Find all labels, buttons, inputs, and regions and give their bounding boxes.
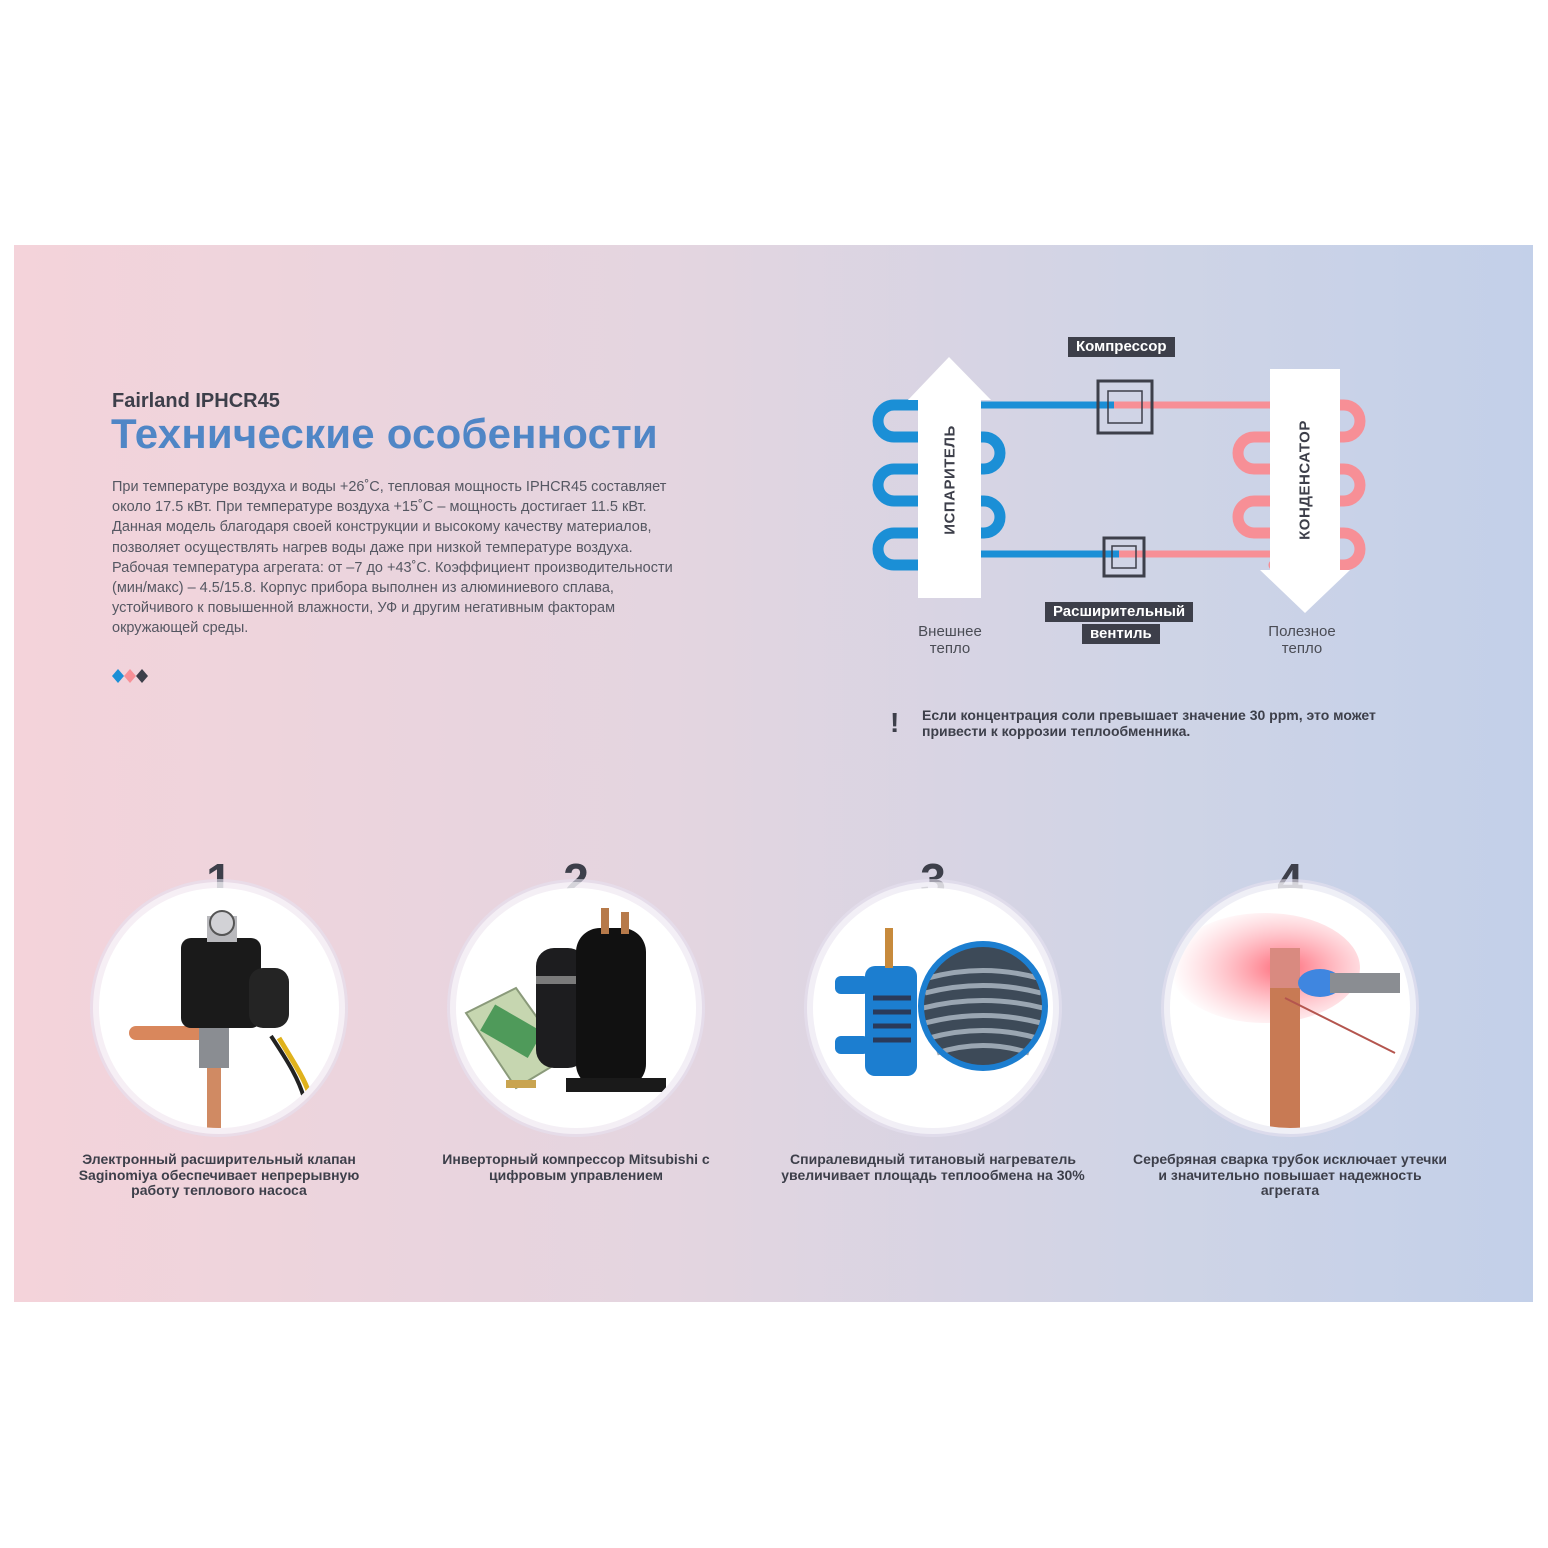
page-title: Технические особенности xyxy=(111,410,658,457)
product-brand: Fairland IPHCR45 xyxy=(112,390,280,412)
condenser-coil xyxy=(1232,399,1366,571)
compressor-box xyxy=(1096,379,1154,435)
decorative-diamonds-icon xyxy=(112,669,148,683)
feature-card-1: 1 Электронный расширительный клапан Sagi… xyxy=(59,855,379,1235)
feature-text: Спиралевидный титановый нагреватель увел… xyxy=(781,1151,1085,1183)
valve-label-line1: Расширительный xyxy=(1045,602,1194,622)
valve-box xyxy=(1102,536,1146,578)
heat-pump-cycle-diagram: Компрессор Расширительный вентиль ИСПАРИ… xyxy=(854,330,1394,660)
expansion-valve-icon xyxy=(99,888,339,1128)
feature-banner: Fairland IPHCR45 Технические особенности… xyxy=(14,245,1533,1302)
cycle-graphic xyxy=(872,357,1366,613)
warning-icon: ! xyxy=(890,707,900,738)
useful-heat-caption: Полезное тепло xyxy=(1268,623,1336,657)
evaporator-arrow xyxy=(908,357,991,598)
silver-welding-icon xyxy=(1170,888,1410,1128)
compressor-icon xyxy=(456,888,696,1128)
feature-text: Серебряная сварка трубок исключает утечк… xyxy=(1132,1151,1447,1198)
description-text: При температуре воздуха и воды +26˚С, те… xyxy=(112,479,673,637)
feature-text: Электронный расширительный клапан Sagino… xyxy=(78,1151,360,1198)
valve-label-line2: вентиль xyxy=(1082,624,1160,644)
condenser-label: КОНДЕНСАТОР xyxy=(1296,420,1314,540)
feature-card-2: 2 Инверторный компрессор Mitsubishi с ци… xyxy=(416,855,736,1235)
compressor-label: Компрессор xyxy=(1068,337,1175,357)
feature-card-4: 4 Серебряная сварка трубок исключает уте… xyxy=(1130,855,1450,1235)
evaporator-label: ИСПАРИТЕЛЬ xyxy=(941,425,959,535)
feature-text: Инверторный компрессор Mitsubishi с цифр… xyxy=(442,1151,710,1183)
warning-text: Если концентрация соли превышает значени… xyxy=(922,707,1376,739)
feature-card-3: 3 Спиралевидный титановый н xyxy=(773,855,1093,1235)
outside-heat-caption: Внешнее тепло xyxy=(918,623,982,657)
condenser-arrow xyxy=(1260,369,1350,613)
evaporator-coil xyxy=(872,399,1006,571)
titanium-heater-icon xyxy=(813,888,1053,1128)
